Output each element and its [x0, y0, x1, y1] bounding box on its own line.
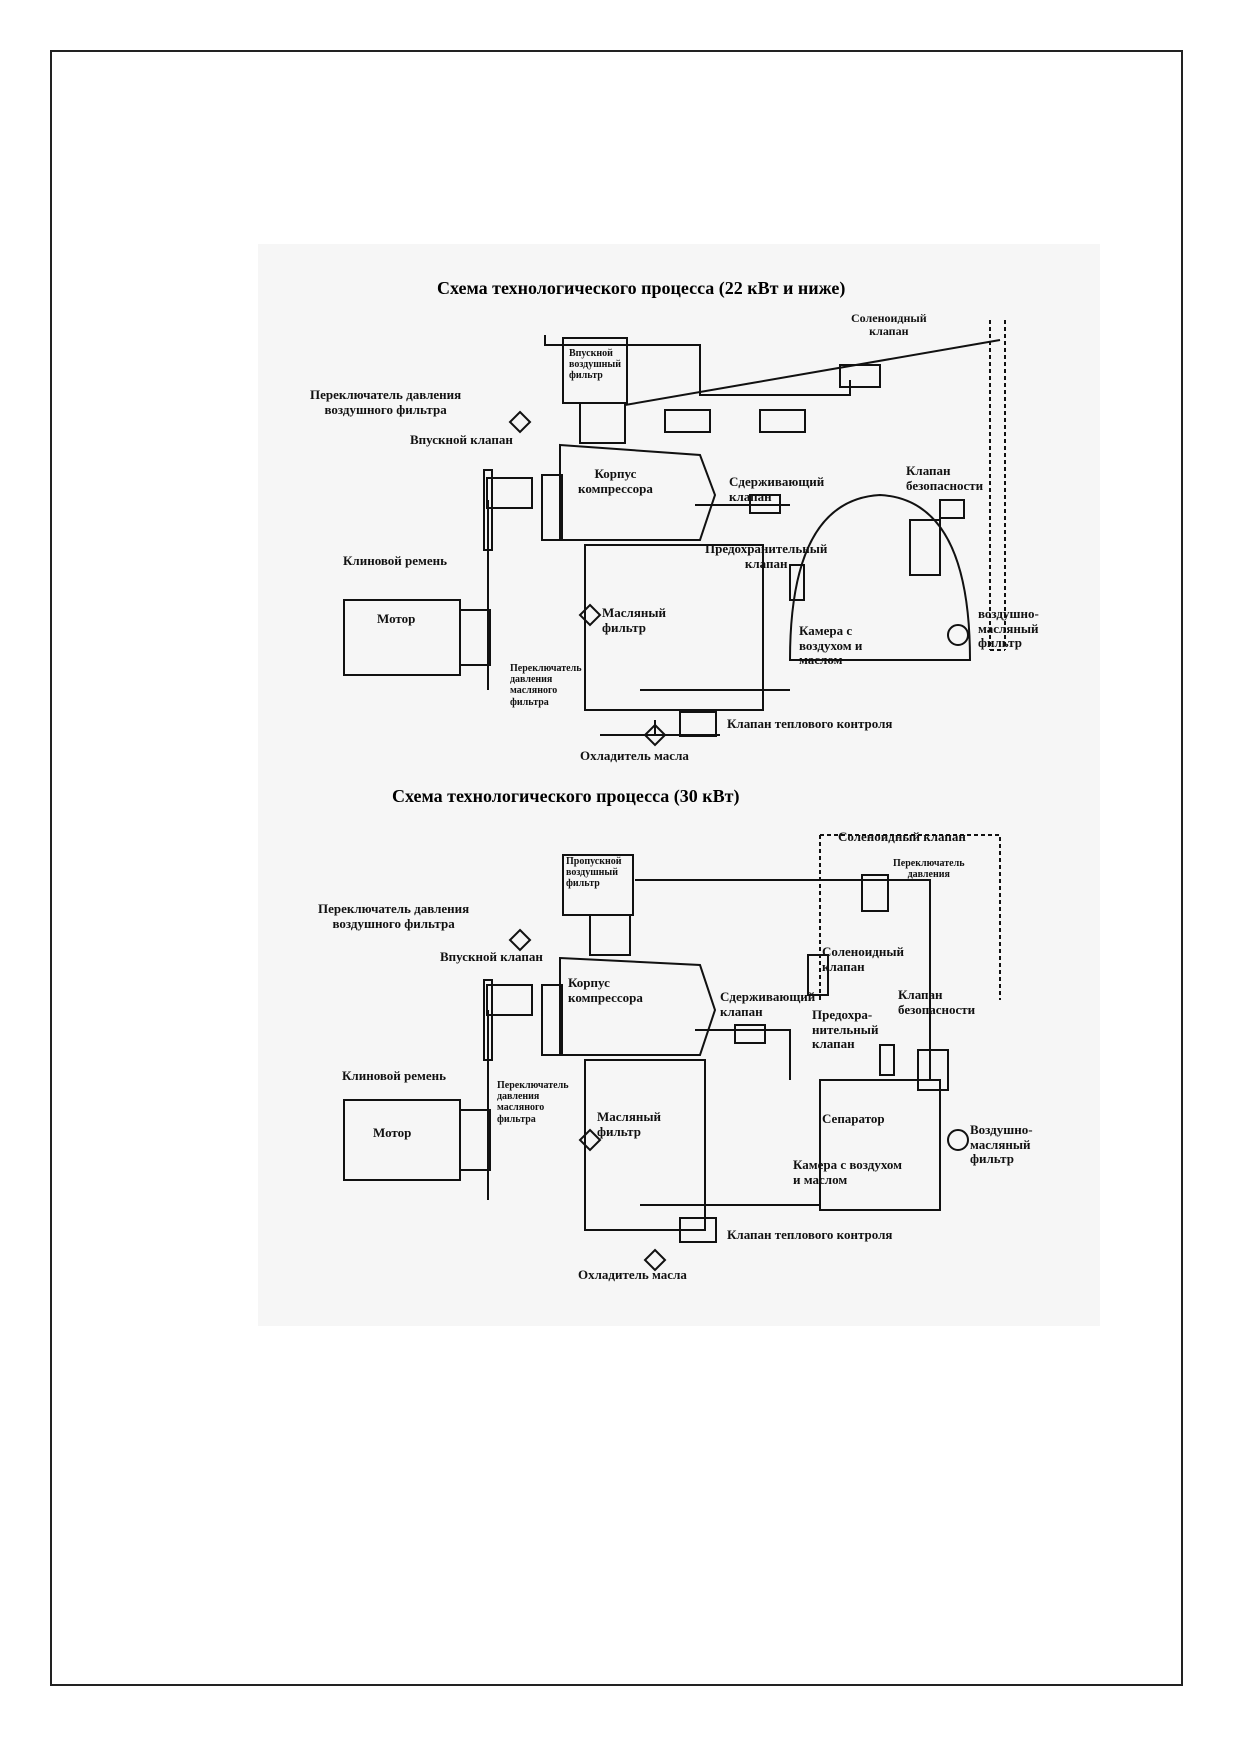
top-diagram-title: Схема технологического процесса (22 кВт …: [437, 278, 846, 298]
bot-air-filter-switch-label: Переключатель давления воздушного фильтр…: [318, 901, 470, 931]
bot-pressure-switch-label: Переключатель давления: [893, 858, 965, 881]
top-thermal-valve-label: Клапан теплового контроля: [727, 716, 893, 731]
bot-intake-valve-label: Впускной клапан: [440, 949, 543, 964]
top-pipe-top: [624, 339, 1001, 406]
bot-air-oil-filter-label: Воздушно- масляный фильтр: [970, 1122, 1033, 1167]
page-border: [50, 50, 1183, 1686]
top-air-filter-switch-label: Переключатель давления воздушного фильтр…: [310, 387, 462, 417]
bot-pipe-check: [695, 1029, 791, 1080]
top-check-valve-label: Сдерживающий клапан: [729, 474, 825, 504]
bot-relief-valve-symbol: [879, 1044, 895, 1076]
top-pipe-loop: [544, 335, 851, 396]
bot-v-belt-label: Клиновой ремень: [342, 1068, 447, 1083]
bot-solenoid-mid-symbol: [807, 954, 829, 996]
top-safety-valve-body: [909, 519, 941, 576]
top-oil-cooler-symbol: [643, 723, 667, 747]
bottom-diagram-title: Схема технологического процесса (30 кВт): [392, 786, 740, 806]
top-intake-valve-box: [579, 402, 626, 444]
bot-safety-valve-body: [917, 1049, 949, 1091]
top-motor-label: Мотор: [377, 611, 416, 626]
top-oil-filter-symbol: [578, 603, 602, 627]
bot-pulley-upper: [486, 984, 533, 1016]
top-air-oil-filter-label: воздушно- масляный фильтр: [978, 606, 1039, 651]
top-oil-housing: [584, 544, 764, 711]
top-schematic: [343, 320, 1006, 747]
bot-safety-valve-label: Клапан безопасности: [898, 987, 976, 1017]
bot-oil-filter-switch-label: Переключатель давления масляного фильтра: [497, 1080, 569, 1125]
bot-compressor-body-label: Корпус компрессора: [568, 975, 643, 1005]
top-relief-valve-symbol: [789, 564, 805, 601]
bot-oil-cooler-label: Охладитель масла: [578, 1267, 687, 1282]
bot-solenoid-valve-top-label: Соленоидный клапан: [838, 829, 966, 844]
bot-solenoid-valve-mid-label: Соленоидный клапан: [822, 944, 904, 974]
bot-oil-cooler-symbol: [643, 1248, 667, 1272]
top-safety-valve-label: Клапан безопасности: [906, 463, 984, 493]
bot-intake-filter-label: Пропускной воздушный фильтр: [566, 856, 622, 890]
bot-check-valve-label: Сдерживающий клапан: [720, 989, 816, 1019]
bot-separator-tank: [819, 1079, 941, 1211]
top-oil-filter-switch-label: Переключатель давления масляного фильтра: [510, 663, 582, 708]
bot-thermal-valve: [679, 1217, 717, 1243]
top-tank-label: Камера с воздухом и маслом: [799, 623, 863, 668]
top-solenoid-valve-symbol: [839, 364, 881, 388]
bot-air-oil-filter-symbol: [947, 1129, 969, 1151]
bottom-schematic: [343, 834, 1001, 1272]
bot-pipe-top: [635, 879, 931, 1080]
top-compressor-body-label: Корпус компрессора: [578, 466, 653, 496]
bot-motor-shaft: [459, 1109, 491, 1171]
top-valve-a: [664, 409, 711, 433]
top-air-filter-switch-symbol: [508, 410, 532, 434]
bot-separator-label: Сепаратор: [822, 1111, 885, 1126]
bot-oil-filter-symbol: [578, 1128, 602, 1152]
bot-check-valve-symbol: [734, 1024, 766, 1044]
bot-intake-valve-box: [589, 914, 631, 956]
top-control-lines: [989, 320, 1006, 651]
bot-air-filter-switch-symbol: [508, 928, 532, 952]
bot-compressor-body: [559, 956, 717, 1056]
bot-relief-valve-label: Предохра- нительный клапан: [812, 1007, 879, 1052]
top-relief-valve-label: Предохранительный клапан: [705, 541, 828, 571]
top-intake-valve-label: Впускной клапан: [410, 432, 513, 447]
scanned-area: [258, 244, 1100, 1326]
top-intake-filter-label: Впускной воздушный фильтр: [569, 348, 622, 382]
top-check-valve-symbol: [749, 494, 781, 514]
bot-control-lines: [819, 834, 1001, 1000]
bot-tank-label: Камера с воздухом и маслом: [793, 1157, 902, 1187]
top-cooler-pipe: [600, 720, 720, 736]
bot-oil-filter-label: Масляный фильтр: [597, 1109, 661, 1139]
top-compressor-flange: [541, 474, 563, 541]
top-oil-cooler-label: Охладитель масла: [580, 748, 689, 763]
top-v-belt-label: Клиновой ремень: [343, 553, 448, 568]
top-tank: [788, 493, 972, 661]
top-safety-valve-cap: [939, 499, 965, 519]
top-solenoid-valve-label: Соленоидный клапан: [851, 311, 927, 339]
top-compressor-body: [559, 443, 717, 541]
top-valve-b: [759, 409, 806, 433]
top-thermal-valve: [679, 711, 717, 737]
bot-motor-label: Мотор: [373, 1125, 412, 1140]
bot-compressor-flange: [541, 984, 563, 1056]
bot-thermal-valve-label: Клапан теплового контроля: [727, 1227, 893, 1242]
bot-solenoid-top-symbol: [861, 874, 889, 912]
top-motor-shaft: [459, 609, 491, 666]
top-oil-filter-label: Масляный фильтр: [602, 605, 666, 635]
top-air-oil-filter-symbol: [947, 624, 969, 646]
top-pulley-upper: [486, 477, 533, 509]
